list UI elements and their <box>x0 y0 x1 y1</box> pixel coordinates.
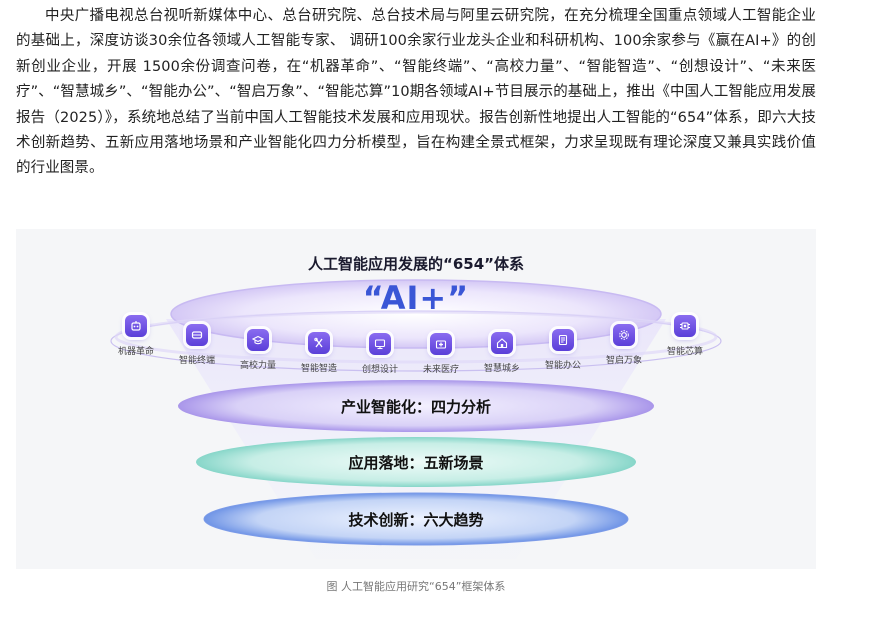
office-document-icon <box>552 329 574 351</box>
layer-label-industry: 产业智能化：四力分析 <box>340 398 491 416</box>
orbit-item-graduation: 高校力量 <box>218 329 298 371</box>
chip-icon <box>674 315 696 337</box>
home-icon <box>491 332 513 354</box>
framework-figure: 人工智能应用发展的“654”体系 “AI+” 机器革命 智能终端 高校力量 智能… <box>16 229 816 569</box>
orbit-item-chip: 智能芯算 <box>645 315 725 357</box>
figure-title: 人工智能应用发展的“654”体系 <box>307 255 525 273</box>
orbit-item-robot: 机器革命 <box>96 315 176 357</box>
framework-diagram <box>110 279 722 559</box>
orbit-item-design: 创想设计 <box>340 333 420 375</box>
orbit-item-label: 机器革命 <box>117 347 154 357</box>
layer-label-technology: 技术创新：六大趋势 <box>348 511 484 529</box>
ai-plus-disk <box>170 279 662 349</box>
design-monitor-icon <box>369 333 391 355</box>
gear-icon <box>613 324 635 346</box>
graduation-cap-icon <box>247 329 269 351</box>
intro-paragraph: 中央广播电视总台视听新媒体中心、总台研究院、总台技术局与阿里云研究院，在充分梳理… <box>16 8 816 177</box>
orbit-item-office: 智能办公 <box>523 329 603 371</box>
tools-icon <box>308 332 330 354</box>
layer-disk-3 <box>203 492 629 546</box>
layer-disk-2 <box>196 437 636 487</box>
orbit-item-tools: 智能智造 <box>279 332 359 374</box>
ai-plus-label: “AI+” <box>362 279 470 317</box>
orbit-item-label: 智慧城乡 <box>483 364 520 374</box>
orbit-item-medical: 未来医疗 <box>401 333 481 375</box>
orbit-item-gear: 智启万象 <box>584 324 664 366</box>
layer-label-application: 应用落地：五新场景 <box>348 454 484 472</box>
device-icon <box>186 324 208 346</box>
medical-kit-icon <box>430 333 452 355</box>
orbit-item-label: 智启万象 <box>605 356 642 366</box>
robot-icon <box>125 315 147 337</box>
orbit-item-device: 智能终端 <box>157 324 237 366</box>
orbit-item-label: 智能智造 <box>300 364 337 374</box>
orbit-item-label: 创想设计 <box>361 365 398 375</box>
layer-disk-1 <box>178 380 654 432</box>
orbit-item-home: 智慧城乡 <box>462 332 542 374</box>
orbit-item-label: 未来医疗 <box>422 365 459 375</box>
orbit-item-label: 智能办公 <box>544 361 581 371</box>
orbit-item-label: 高校力量 <box>239 361 276 371</box>
figure-caption: 图 人工智能应用研究“654”框架体系 <box>326 580 506 593</box>
orbit-item-label: 智能芯算 <box>666 347 703 357</box>
orbit-item-label: 智能终端 <box>178 356 215 366</box>
